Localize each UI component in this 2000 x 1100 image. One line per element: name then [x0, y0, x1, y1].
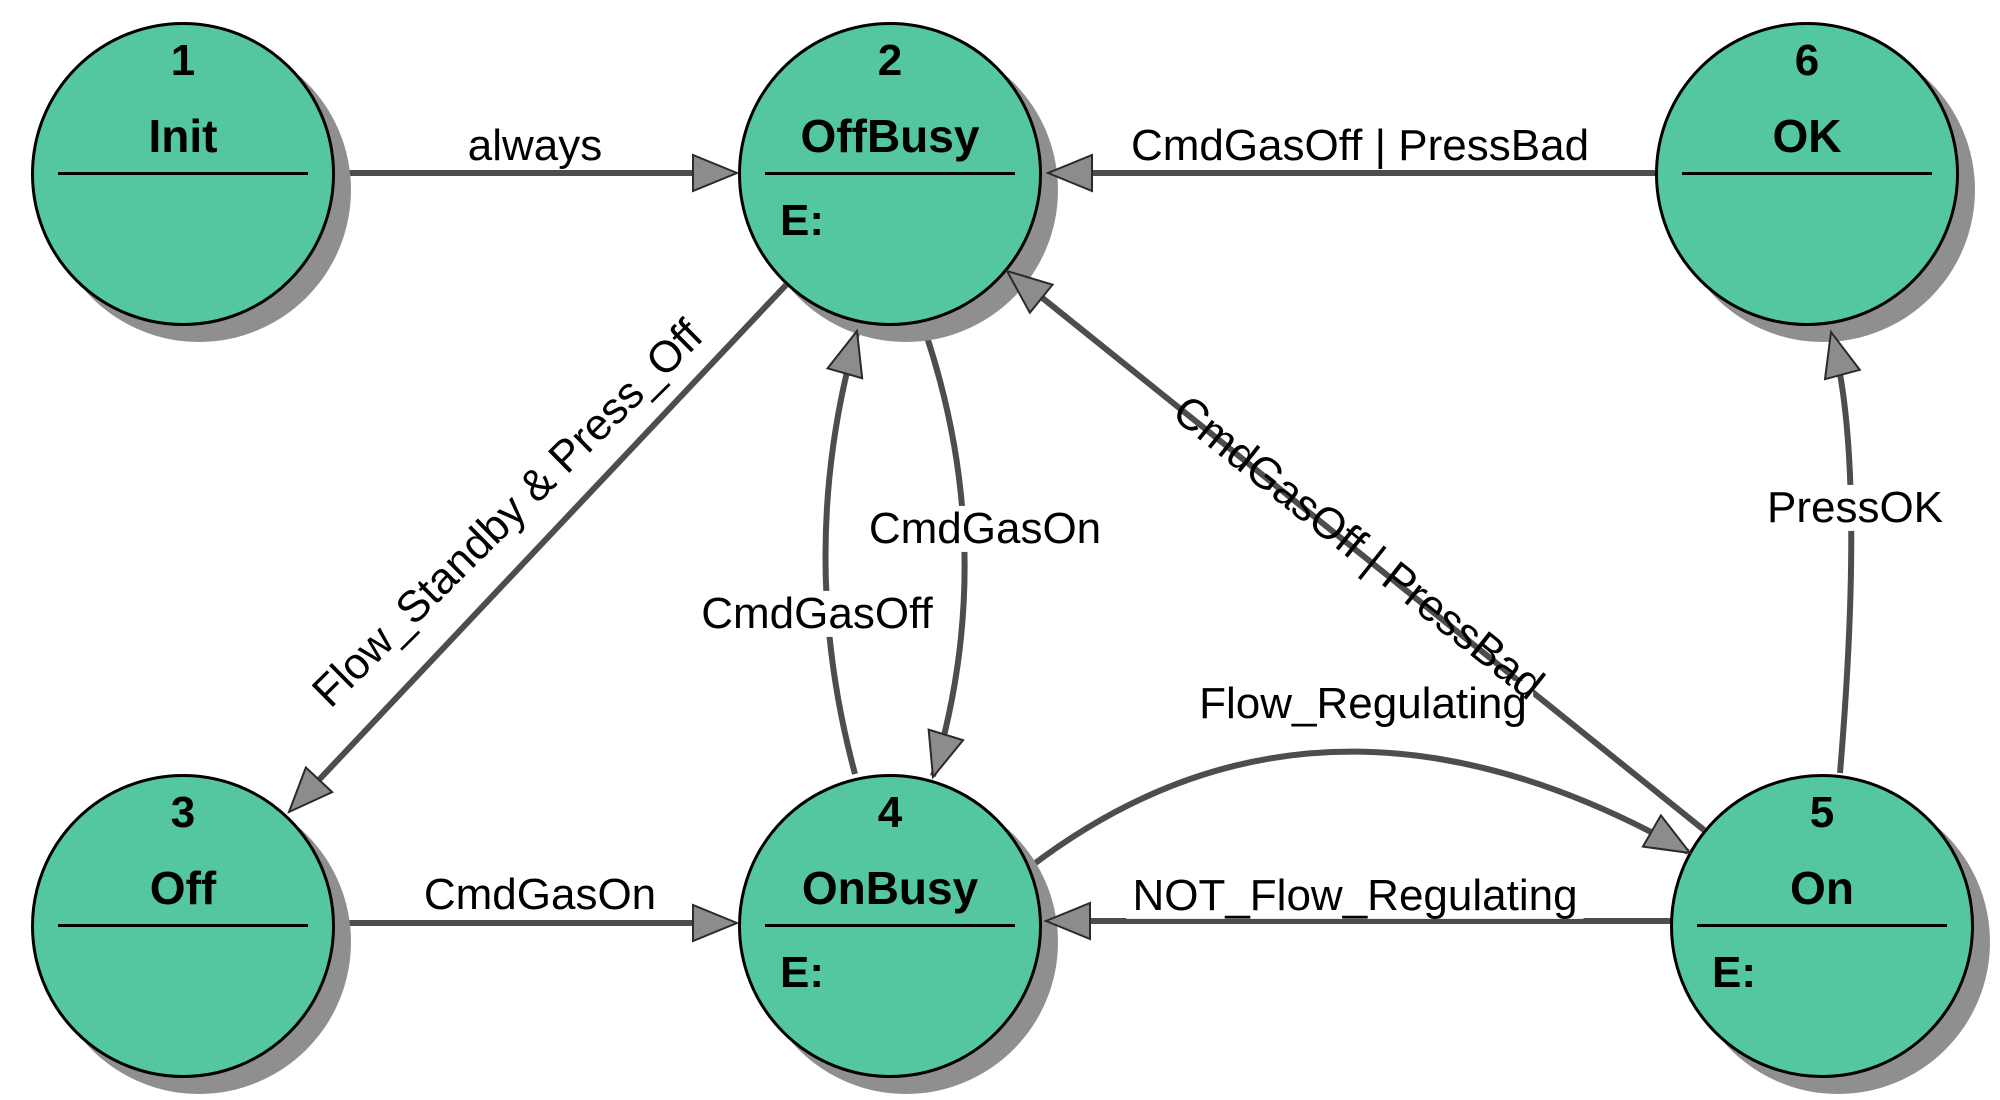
state-entry-action: E: [780, 948, 824, 997]
transition-label: CmdGasOff [695, 590, 939, 638]
transition-label: CmdGasOn [862, 505, 1108, 553]
transition-label: Flow_Standby & Press_Off [302, 310, 713, 717]
transition-label: NOT_Flow_Regulating [1126, 872, 1584, 920]
state-divider [1697, 924, 1947, 927]
state-entry-action: E: [1712, 948, 1756, 997]
state-divider [1682, 172, 1932, 175]
state-number: 4 [877, 788, 903, 837]
state-divider [58, 924, 308, 927]
state-divider [765, 924, 1015, 927]
transition-label: CmdGasOff | PressBad [1130, 120, 1590, 170]
state-entry-action: E: [780, 196, 824, 245]
state-name: OnBusy [801, 862, 979, 914]
transition-label: always [467, 120, 603, 170]
state-name: On [1790, 862, 1854, 914]
state-name: OK [1772, 110, 1842, 162]
state-divider [765, 172, 1015, 175]
state-name: Init [148, 110, 218, 162]
state-number: 6 [1794, 36, 1820, 85]
transition-label: PressOK [1760, 484, 1950, 532]
state-name: OffBusy [800, 110, 980, 162]
state-number: 1 [170, 36, 196, 85]
transition-label: CmdGasOn [423, 869, 657, 919]
state-number: 2 [877, 36, 903, 85]
state-name: Off [149, 862, 217, 914]
transition-label: CmdGasOff | PressBad [1163, 385, 1553, 710]
state-number: 5 [1809, 788, 1835, 837]
transition-label: Flow_Regulating [1193, 680, 1533, 728]
state-number: 3 [170, 788, 196, 837]
state-divider [58, 172, 308, 175]
